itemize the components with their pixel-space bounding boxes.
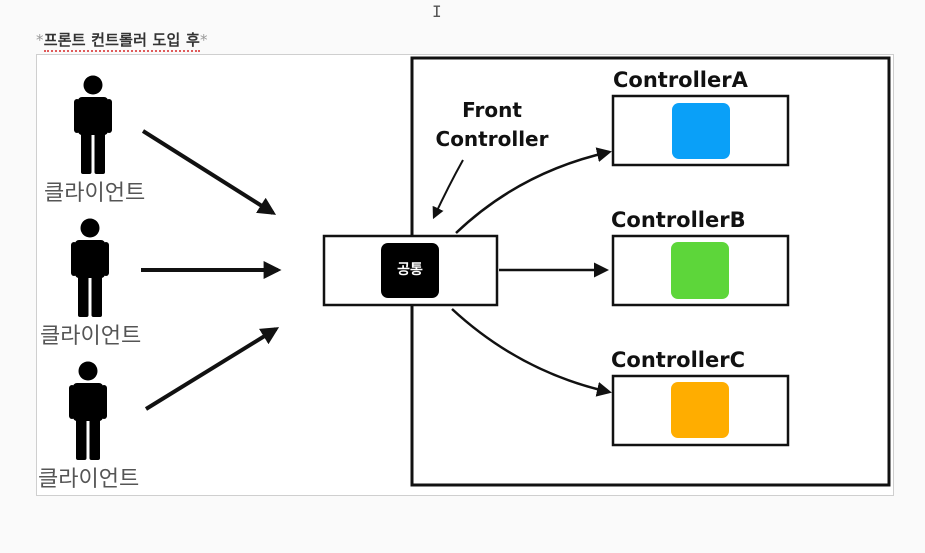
client-label-3: 클라이언트 (38, 467, 140, 492)
common-label: 공통 (397, 262, 423, 278)
heading-text: 프론트 컨트롤러 도입 후 (43, 31, 200, 52)
client-1-arrow (141, 129, 277, 215)
front-controller-label-line1: Front (462, 98, 522, 122)
client-label-2: 클라이언트 (40, 324, 142, 349)
arrow-to-controller-c (451, 308, 612, 397)
client-label-1: 클라이언트 (44, 181, 146, 206)
common-block (381, 243, 439, 298)
client-person-icon-3 (69, 361, 107, 460)
controller-c-label: ControllerC (611, 348, 746, 372)
controller-b-label: ControllerB (611, 208, 746, 232)
page-title: *프론트 컨트롤러 도입 후* (36, 29, 208, 52)
front-controller-pointer-arrow (432, 159, 464, 220)
controller-a-label: ControllerA (613, 68, 748, 92)
controller-c-block (671, 382, 729, 438)
arrow-to-controller-a (455, 147, 612, 234)
front-controller-label: Front Controller (432, 96, 552, 154)
heading-asterisk-right: * (199, 31, 208, 49)
front-controller-label-line2: Controller (435, 127, 549, 151)
client-person-icon-1 (74, 75, 112, 174)
text-cursor-icon: I (432, 2, 442, 21)
heading-asterisk-left: * (36, 31, 44, 49)
client-3-arrow (144, 327, 280, 411)
controller-b-block (671, 242, 729, 299)
client-person-icon-2 (71, 218, 109, 317)
controller-a-block (672, 103, 730, 159)
